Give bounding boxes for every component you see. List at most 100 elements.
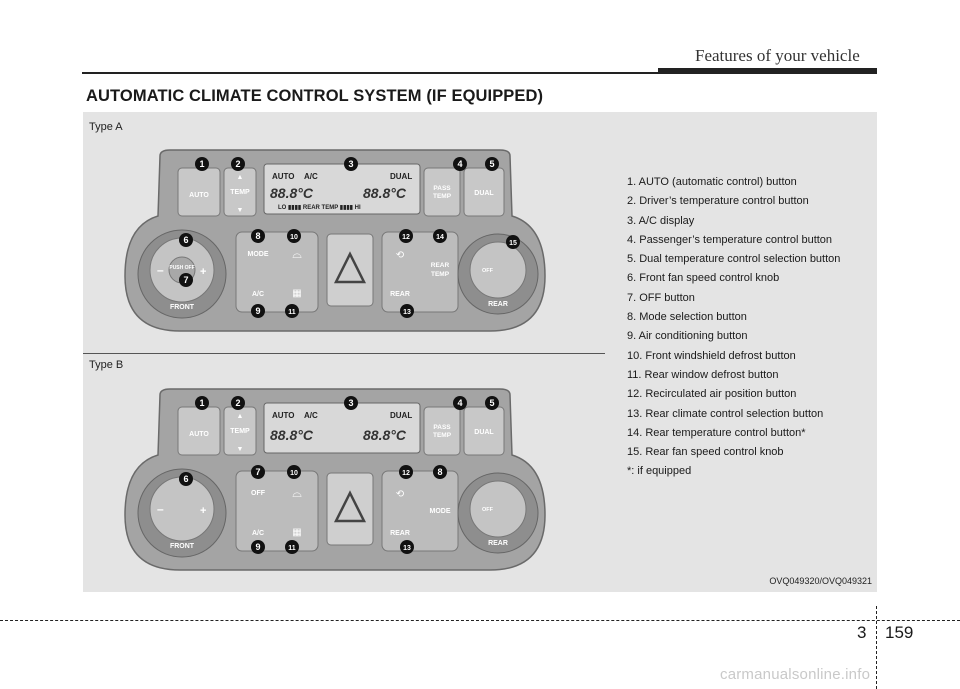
panel-a-callout-11-text: 11 bbox=[288, 309, 296, 316]
header-rule bbox=[82, 72, 877, 74]
panel-b-callout-5-text: 5 bbox=[489, 398, 494, 408]
control-panel-type-b: AUTO TEMP ▲ ▼ AUTO A/C DUAL 88.8°C 88.8°… bbox=[120, 385, 550, 585]
panel-a-dual-label: DUAL bbox=[474, 190, 494, 197]
legend-item: 8. Mode selection button bbox=[627, 311, 747, 324]
panel-a-callout-5-text: 5 bbox=[489, 159, 494, 169]
type-a-label: Type A bbox=[89, 121, 123, 133]
panel-a-display-ac: A/C bbox=[304, 172, 318, 181]
panel-b-callout-4 bbox=[453, 396, 467, 410]
panel-b-ac-label: A/C bbox=[252, 530, 264, 537]
panel-a-callout-10 bbox=[287, 229, 301, 243]
panel-b-hazard-button[interactable] bbox=[326, 472, 374, 546]
panel-b-temp-up-icon: ▲ bbox=[237, 413, 244, 420]
panel-b-display-dual: DUAL bbox=[390, 411, 412, 420]
panel-b-callout-5 bbox=[485, 396, 499, 410]
panel-a-rear-temp-label-2: TEMP bbox=[431, 271, 450, 278]
panel-b-minus-icon: – bbox=[157, 502, 164, 516]
panel-a-callout-13-text: 13 bbox=[403, 309, 411, 316]
panel-a-callout-15 bbox=[506, 235, 520, 249]
panel-b-mode-label: MODE bbox=[430, 508, 451, 515]
panel-a-mode-label: MODE bbox=[248, 251, 269, 258]
legend-item: 11. Rear window defrost button bbox=[627, 368, 779, 381]
panel-b-callout-10-text: 10 bbox=[290, 470, 298, 477]
panel-b-front-label: FRONT bbox=[170, 543, 195, 550]
legend-list: 1. AUTO (automatic control) button 2. Dr… bbox=[627, 173, 877, 482]
panel-b-callout-2-text: 2 bbox=[235, 398, 240, 408]
panel-a-callout-5 bbox=[485, 157, 499, 171]
control-panel-type-a: AUTO TEMP ▲ ▼ AUTO A/C DUAL 88.8°C 88.8°… bbox=[120, 146, 550, 346]
panel-a-rear-fan-knob[interactable] bbox=[469, 241, 527, 299]
panel-a-dual-button[interactable] bbox=[463, 167, 505, 217]
panel-b-callout-7 bbox=[251, 465, 265, 479]
legend-item: 7. OFF button bbox=[627, 291, 695, 304]
panel-b-front-defrost-icon: ⌓ bbox=[292, 486, 302, 500]
panel-b-off-cluster bbox=[235, 470, 319, 552]
panel-a-callout-3-text: 3 bbox=[348, 159, 353, 169]
control-panel-type-b-drawing: AUTO TEMP ▲ ▼ AUTO A/C DUAL 88.8°C 88.8°… bbox=[124, 388, 546, 571]
panel-b-callout-11 bbox=[285, 540, 299, 554]
panel-b-display-auto: AUTO bbox=[272, 411, 295, 420]
panel-b-off-label: OFF bbox=[251, 490, 266, 497]
panel-a-recirculate-icon: ⟲ bbox=[396, 250, 405, 261]
panel-b-pass-temp-button[interactable] bbox=[423, 406, 461, 456]
legend-item: *: if equipped bbox=[627, 465, 692, 478]
panel-b-pass-temp-label: TEMP bbox=[433, 432, 452, 439]
panel-a-ac-label: A/C bbox=[252, 291, 264, 298]
panel-a-callout-9-text: 9 bbox=[255, 306, 260, 316]
panel-a-display-dual: DUAL bbox=[390, 172, 412, 181]
panel-a-pass-label: PASS bbox=[433, 185, 451, 192]
panel-a-callout-9 bbox=[251, 304, 265, 318]
panel-a-off-label: OFF bbox=[482, 268, 494, 274]
panel-a-callout-8-text: 8 bbox=[255, 231, 260, 241]
panel-a-callout-1 bbox=[195, 157, 209, 171]
panel-b-callout-4-text: 4 bbox=[457, 398, 462, 408]
page-title: AUTOMATIC CLIMATE CONTROL SYSTEM (IF EQU… bbox=[86, 87, 544, 105]
panel-a-display-temp-right: 88.8°C bbox=[363, 185, 407, 201]
panel-a-pass-temp-button[interactable] bbox=[423, 167, 461, 217]
panel-a-callout-4 bbox=[453, 157, 467, 171]
panel-a-display-auto: AUTO bbox=[272, 172, 295, 181]
figure-divider bbox=[83, 353, 605, 354]
panel-a-callout-12 bbox=[399, 229, 413, 243]
panel-b-display-temp-right: 88.8°C bbox=[363, 427, 407, 443]
panel-a-callout-11 bbox=[285, 304, 299, 318]
section-label: Features of your vehicle bbox=[695, 46, 860, 65]
footer-divider bbox=[876, 606, 877, 689]
panel-a-callout-10-text: 10 bbox=[290, 234, 298, 241]
panel-a-callout-8 bbox=[251, 229, 265, 243]
panel-a-display-temp-left: 88.8°C bbox=[270, 185, 314, 201]
legend-item: 5. Dual temperature control selection bu… bbox=[627, 253, 841, 266]
panel-a-front-defrost-icon: ⌓ bbox=[292, 247, 302, 261]
panel-a-callout-7-text: 7 bbox=[183, 275, 188, 285]
panel-a-rear-temp-label-1: REAR bbox=[431, 262, 450, 269]
panel-a-plus-icon: + bbox=[200, 266, 206, 278]
panel-a-callout-3 bbox=[344, 157, 358, 171]
panel-a-callout-13 bbox=[400, 304, 414, 318]
panel-b-callout-3 bbox=[344, 396, 358, 410]
panel-b-callout-3-text: 3 bbox=[348, 398, 353, 408]
type-b-label: Type B bbox=[89, 359, 124, 371]
panel-a-hazard-icon bbox=[333, 251, 367, 284]
panel-b-callout-12 bbox=[399, 465, 413, 479]
legend-item: 6. Front fan speed control knob bbox=[627, 272, 780, 285]
panel-b-callout-6 bbox=[179, 472, 193, 486]
panel-a-callout-6 bbox=[179, 233, 193, 247]
panel-b-dual-button[interactable] bbox=[463, 406, 505, 456]
header-bar bbox=[658, 68, 877, 74]
panel-b-rear-fan-knob[interactable] bbox=[469, 480, 527, 538]
legend-item: 13. Rear climate control selection butto… bbox=[627, 407, 824, 420]
panel-a-callout-15-text: 15 bbox=[509, 240, 517, 247]
panel-b-display-ac: A/C bbox=[304, 411, 318, 420]
panel-b-hazard-icon bbox=[333, 490, 367, 523]
panel-b-callout-6-text: 6 bbox=[183, 474, 188, 484]
panel-b-callout-9-text: 9 bbox=[255, 542, 260, 552]
legend-item: 9. Air conditioning button bbox=[627, 330, 748, 343]
panel-b-recirculate-icon: ⟲ bbox=[396, 489, 405, 500]
panel-b-rear-defrost-icon: ▦ bbox=[292, 527, 301, 538]
panel-a-temp-up-icon: ▲ bbox=[237, 174, 244, 181]
panel-a-hazard-button[interactable] bbox=[326, 233, 374, 307]
panel-b-callout-8-text: 8 bbox=[437, 467, 442, 477]
panel-a-callout-14-text: 14 bbox=[436, 234, 444, 241]
panel-a-callout-2 bbox=[231, 157, 245, 171]
watermark-text: carmanualsonline.info bbox=[720, 666, 871, 683]
